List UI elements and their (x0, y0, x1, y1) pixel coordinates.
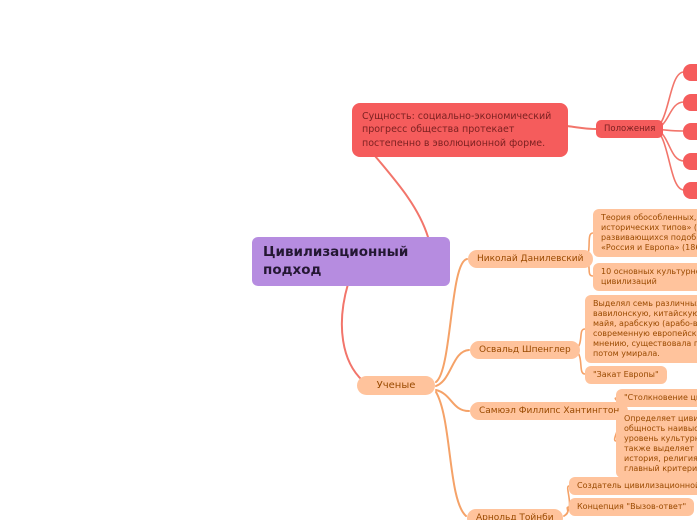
edge-essence-positions (566, 125, 597, 130)
toynbee-concept-node[interactable]: Концепция "Вызов-ответ" (569, 498, 695, 516)
positions-node[interactable]: Положения (596, 120, 664, 138)
spengler-cultures-node[interactable]: Выделял семь различных куль вавилонскую,… (585, 295, 697, 363)
positions-stub-node-4[interactable] (683, 153, 697, 170)
scientist-toynbee-node[interactable]: Арнольд Тойнби (467, 509, 563, 520)
edge-scientists-huntington (435, 389, 470, 412)
scientist-danilevsky-node[interactable]: Николай Данилевский (468, 250, 593, 268)
edge-scientists-spengler (435, 349, 470, 387)
edge-positions-stub-5 (651, 128, 685, 191)
toynbee-creator-node[interactable]: Создатель цивилизационной теор (569, 477, 697, 495)
scientist-spengler-node[interactable]: Освальд Шпенглер (470, 341, 580, 359)
root-node[interactable]: Цивилизационный подход (252, 237, 450, 287)
danilevsky-theory-node[interactable]: Теория обособленных, ло исторических тип… (593, 209, 697, 257)
huntington-definition-node[interactable]: Определяет цивилиз общность наивысше уро… (616, 410, 697, 478)
scientist-huntington-node[interactable]: Самюэл Филлипс Хантингтон (470, 402, 629, 420)
edge-root-essence (369, 149, 429, 238)
positions-stub-node-2[interactable] (683, 94, 697, 111)
positions-stub-node-3[interactable] (683, 123, 697, 140)
edge-root-scientists (340, 283, 364, 382)
spengler-book-node[interactable]: "Закат Европы" (585, 366, 667, 384)
positions-stub-node-1[interactable] (683, 64, 697, 81)
danilevsky-types-node[interactable]: 10 основных культурно-ист цивилизаций (593, 263, 697, 291)
scientists-group-node[interactable]: Ученые (357, 376, 435, 395)
huntington-book-node[interactable]: "Столкновение цивил (616, 389, 697, 407)
essence-node[interactable]: Сущность: социально-экономический прогре… (352, 103, 568, 158)
positions-stub-node-5[interactable] (683, 182, 697, 199)
edge-scientists-toynbee (435, 391, 467, 517)
